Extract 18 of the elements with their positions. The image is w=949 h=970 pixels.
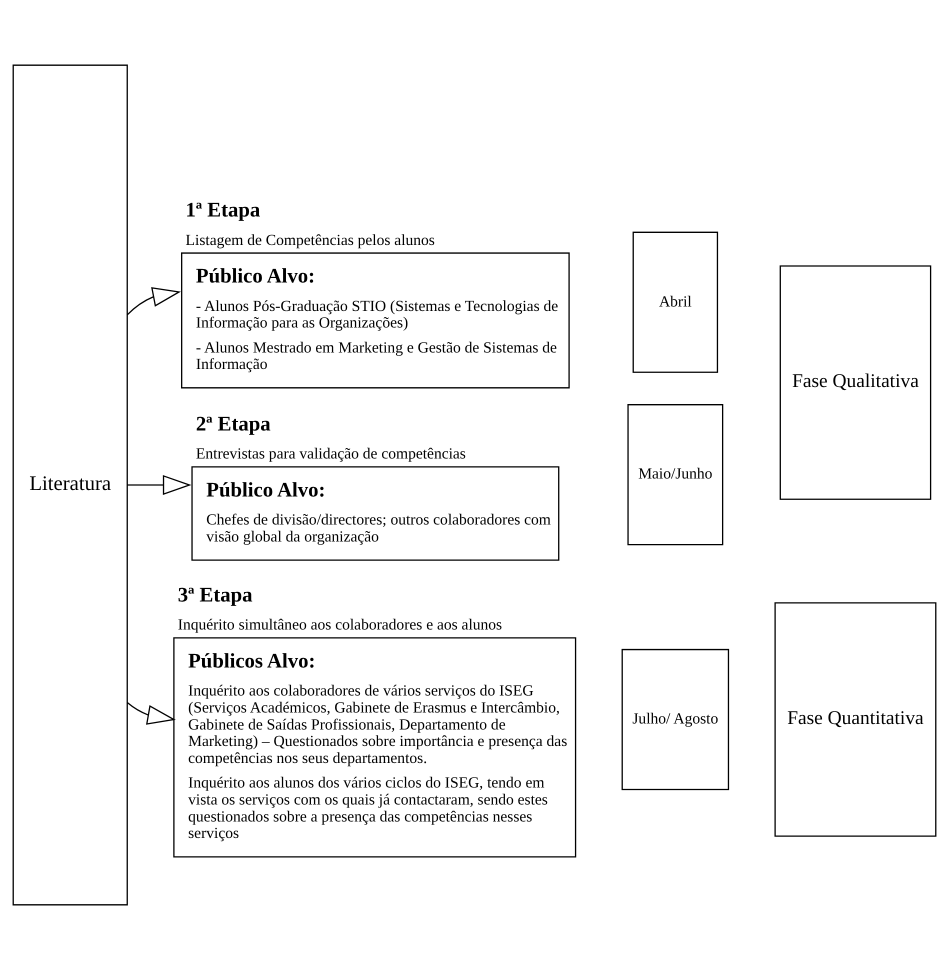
node-box: Julho/ Agosto xyxy=(622,648,730,790)
node-label: 2ª Etapa xyxy=(196,413,271,436)
arrow xyxy=(127,702,176,725)
node-box: Fase Qualitativa xyxy=(780,265,932,500)
node-label: 1ª Etapa xyxy=(186,200,260,222)
node-box: Público Alvo: - Alunos Pós-Graduação STIO (Sistemas e Tecnologias de Informação para as Organizações) - Alunos Mestrado em Marketing e Gestão de Sistemas de Informação xyxy=(181,252,570,388)
node-box: Fase Quantitativa xyxy=(774,602,936,837)
node-label: Entrevistas para validação de competências xyxy=(196,446,466,463)
node-box: Abril xyxy=(632,232,718,373)
arrow xyxy=(127,475,192,495)
node-label: Inquérito simultâneo aos colaboradores e aos alunos xyxy=(178,616,502,634)
node-box: Públicos Alvo: Inquérito aos colaboradores de vários serviços do ISEG (Serviços Académicos, Gabinete de Erasmus e Intercâmbio, Gabinete de Saídas Profissionais, Departamento de Marketing) – Questionados sobre importância e presença das competências nos seus departamentos. Inquérito aos alunos dos vários ciclos do ISEG, tendo em vista os serviços com os quais já contactaram, sendo estes questionados sobre a presença das competências nesses serviços xyxy=(173,637,576,858)
node-label: 3ª Etapa xyxy=(178,584,252,606)
node-box: Maio/Junho xyxy=(627,404,724,546)
node-box: Literatura xyxy=(12,64,128,906)
node-box: Público Alvo: Chefes de divisão/directores; outros colaboradores com visão global da organização xyxy=(191,466,560,561)
node-label: Listagem de Competências pelos alunos xyxy=(186,232,435,249)
arrow xyxy=(126,287,181,316)
